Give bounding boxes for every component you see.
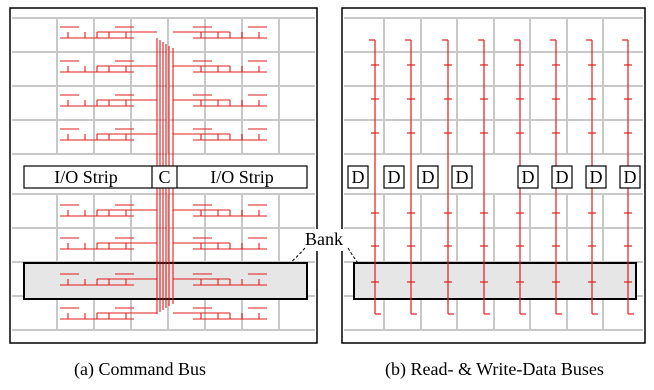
data-block-label: D [422, 167, 435, 187]
panel-b-frame [341, 7, 646, 344]
io-strip-left-label: I/O Strip [54, 167, 118, 187]
data-block-box [451, 165, 473, 189]
panel-a-command-bus: I/O Strip C I/O Strip [9, 7, 318, 344]
bank-leader-right [347, 247, 359, 264]
data-block-label: D [590, 167, 603, 187]
data-block-box [619, 165, 641, 189]
caption-data-buses: (b) Read- & Write-Data Buses [385, 359, 604, 379]
data-block-box [551, 165, 573, 189]
bank-leader-left [289, 247, 306, 264]
bank-label: Bank [305, 229, 343, 249]
io-strip-right-label: I/O Strip [210, 167, 274, 187]
data-block-box [585, 165, 607, 189]
data-block-box [347, 165, 369, 189]
io-strip-band [23, 165, 308, 189]
data-block-box [517, 165, 539, 189]
data-block: D [347, 165, 369, 189]
data-block: D [517, 165, 539, 189]
data-block-box [383, 165, 405, 189]
data-block: D [417, 165, 439, 189]
data-block-label: D [456, 167, 469, 187]
data-block: D [585, 165, 607, 189]
data-block: D [383, 165, 405, 189]
caption-command-bus: (a) Command Bus [74, 359, 206, 379]
panel-a-frame [9, 7, 318, 344]
data-block-label: D [556, 167, 569, 187]
data-block: D [619, 165, 641, 189]
data-block-box [417, 165, 439, 189]
data-block-label: D [388, 167, 401, 187]
data-block-label: D [624, 167, 637, 187]
data-block-label: D [352, 167, 365, 187]
data-block: D [451, 165, 473, 189]
command-block-label: C [158, 167, 170, 187]
bank-highlight [353, 262, 637, 300]
data-block: D [551, 165, 573, 189]
data-block-label: D [522, 167, 535, 187]
bank-label-bg [300, 229, 354, 251]
bank-annotation: Bank [289, 229, 359, 264]
